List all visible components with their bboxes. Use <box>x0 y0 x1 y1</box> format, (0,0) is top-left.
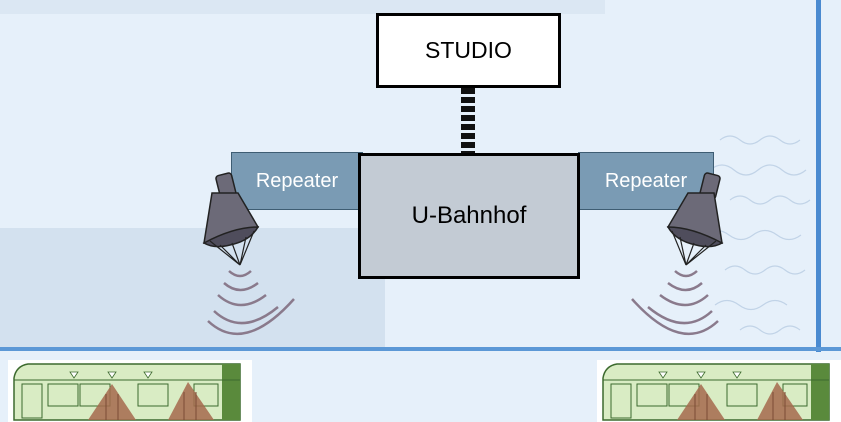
speaker-right-icon <box>631 172 724 336</box>
station-label: U-Bahnhof <box>411 202 527 229</box>
sound-waves-left <box>207 270 295 336</box>
background-mid-band <box>0 228 385 350</box>
studio-station-connector <box>461 88 475 155</box>
repeater-right-label: Repeater <box>604 169 688 192</box>
background-top-band <box>0 0 605 14</box>
tram-left-image <box>8 360 252 422</box>
background-frame-accent <box>816 0 821 352</box>
background-divider-line <box>0 347 841 351</box>
speaker-left-icon <box>202 172 295 336</box>
station-box: U-Bahnhof <box>358 153 580 279</box>
speaker-right-body <box>666 172 724 266</box>
repeater-left-label: Repeater <box>255 169 339 192</box>
studio-box: STUDIO <box>376 13 561 88</box>
background-handwriting-texture <box>704 135 811 335</box>
sound-waves-right <box>631 270 719 336</box>
studio-label: STUDIO <box>425 37 512 63</box>
speaker-left-body <box>202 172 260 266</box>
tram-right-image <box>597 360 841 422</box>
